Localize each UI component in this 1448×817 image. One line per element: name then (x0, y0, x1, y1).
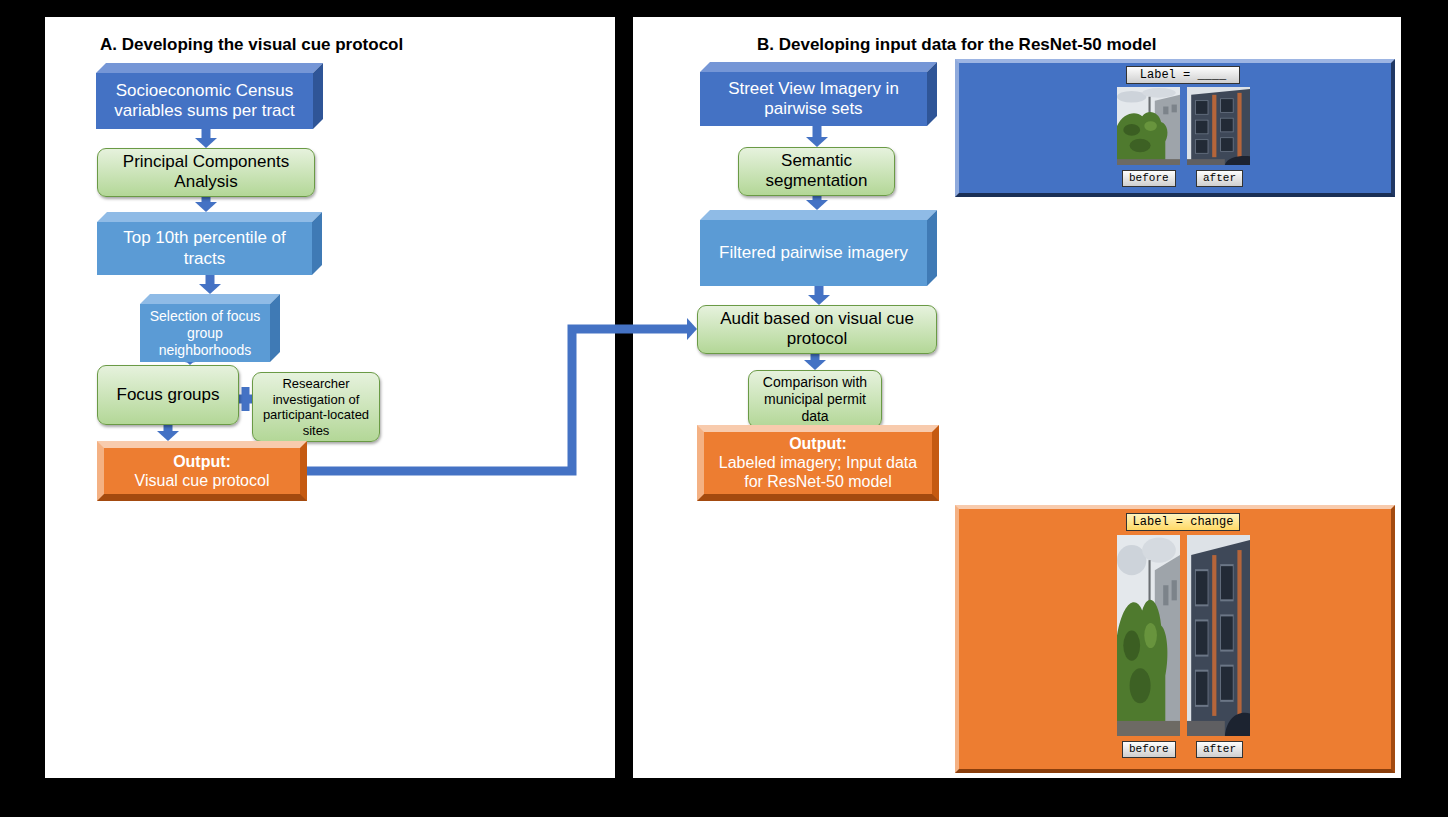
box-text: Semantic segmentation (745, 151, 888, 192)
box-text: Researcher investigation of participant-… (259, 376, 373, 438)
flow-arrow (195, 197, 217, 212)
process-box: Audit based on visual cue protocol (697, 305, 937, 354)
box-text: Label = ____ (1140, 68, 1226, 82)
box-text: Street View Imagery in pairwise sets (704, 79, 923, 120)
box-text: Principal Components Analysis (104, 152, 308, 193)
box-text: Filtered pairwise imagery (719, 243, 908, 263)
box-text: Focus groups (117, 385, 220, 405)
image-button: before (1122, 170, 1176, 187)
data-block: Selection of focus group neighborhoods (140, 294, 280, 362)
flow-arrow (157, 425, 179, 441)
output-box: Output:Visual cue protocol (97, 441, 307, 501)
process-box: Semantic segmentation (738, 147, 895, 196)
street-photo (1187, 535, 1250, 736)
street-photo (1117, 535, 1180, 736)
box-text: Labeled imagery; Input data for ResNet-5… (712, 453, 924, 491)
box-text: Audit based on visual cue protocol (704, 309, 930, 350)
flow-arrow (239, 387, 252, 411)
flow-arrow (808, 286, 830, 305)
data-block: Top 10th percentile of tracts (97, 212, 322, 275)
box-text: Label = change (1133, 515, 1234, 529)
panel-heading: A. Developing the visual cue protocol (100, 35, 403, 55)
box-text: after (1203, 743, 1236, 756)
label-tag: Label = change (1126, 513, 1240, 531)
flow-arrow (199, 275, 221, 294)
box-text: before (1129, 743, 1169, 756)
box-text: Top 10th percentile of tracts (101, 228, 308, 269)
box-text: after (1203, 172, 1236, 185)
process-box: Comparison with municipal permit data (748, 370, 882, 428)
box-text: Socioeconomic Census variables sums per … (100, 81, 309, 122)
flow-arrow (804, 354, 826, 370)
output-box: Output:Labeled imagery; Input data for R… (697, 425, 939, 501)
flow-arrow (195, 129, 217, 148)
box-text: Selection of focus group neighborhoods (144, 308, 266, 358)
street-photo (1117, 87, 1180, 165)
flow-arrow (806, 196, 828, 210)
box-heading: Output: (173, 452, 231, 471)
box-heading: Output: (789, 434, 847, 453)
image-button: after (1196, 741, 1243, 758)
box-text: Comparison with municipal permit data (755, 374, 875, 424)
process-box: Researcher investigation of participant-… (252, 372, 380, 442)
image-button: after (1196, 170, 1243, 187)
image-button: before (1122, 741, 1176, 758)
data-block: Socioeconomic Census variables sums per … (96, 63, 323, 129)
data-block: Filtered pairwise imagery (700, 210, 937, 286)
data-block: Street View Imagery in pairwise sets (700, 62, 937, 126)
panel-heading: B. Developing input data for the ResNet-… (757, 35, 1157, 55)
box-text: before (1129, 172, 1169, 185)
label-tag: Label = ____ (1126, 66, 1240, 84)
street-photo (1187, 87, 1250, 165)
process-box: Principal Components Analysis (97, 148, 315, 197)
box-text: Visual cue protocol (135, 471, 270, 490)
flow-arrow (806, 126, 828, 147)
process-box: Focus groups (97, 365, 239, 425)
